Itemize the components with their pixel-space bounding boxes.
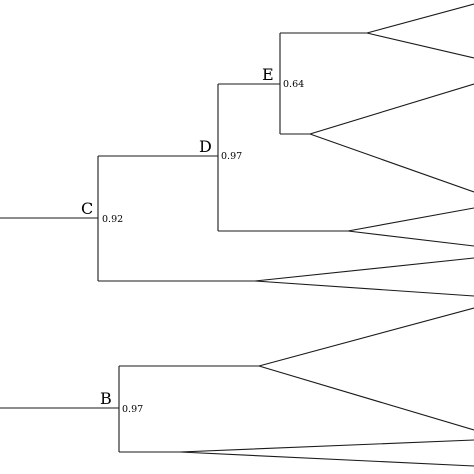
support-value-c: 0.92 bbox=[102, 214, 123, 225]
collapsed-clade-b-lower bbox=[179, 439, 474, 467]
node-label-b: B bbox=[100, 389, 112, 408]
support-value-d: 0.97 bbox=[221, 151, 242, 162]
node-label-c: C bbox=[81, 199, 93, 218]
node-label-e: E bbox=[262, 65, 274, 84]
collapsed-clade-d-lower bbox=[347, 207, 474, 247]
support-value-e: 0.64 bbox=[283, 79, 304, 90]
collapsed-clade-c-lower bbox=[254, 257, 474, 297]
node-label-d: D bbox=[199, 137, 212, 156]
collapsed-clade-e-upper bbox=[366, 3, 474, 59]
collapsed-clade-e-lower bbox=[309, 83, 474, 193]
support-value-b: 0.97 bbox=[122, 404, 143, 415]
collapsed-clade-b-upper bbox=[258, 307, 474, 431]
